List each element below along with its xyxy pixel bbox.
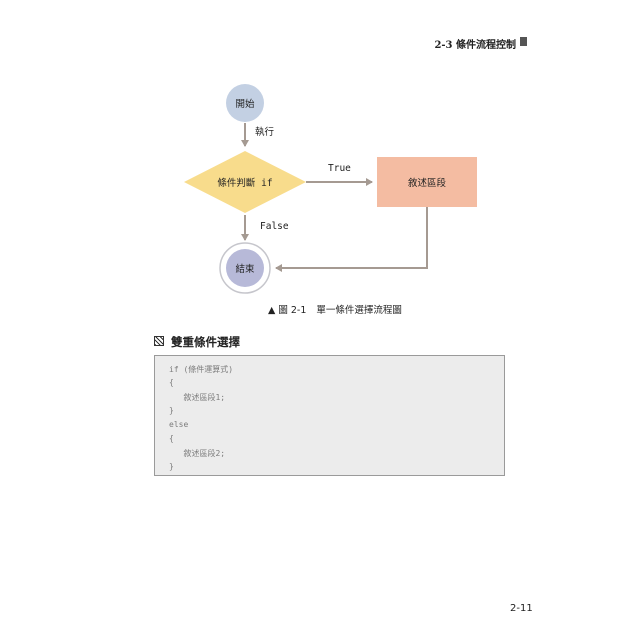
decision-label: 條件判斷 if xyxy=(217,177,272,189)
code-line: else xyxy=(169,420,189,429)
header-marker xyxy=(520,37,527,46)
page-number: 2-11 xyxy=(510,603,533,614)
section-heading-text: 雙重條件選擇 xyxy=(171,335,240,349)
end-label: 結束 xyxy=(235,263,255,275)
code-line: } xyxy=(169,406,174,415)
flowchart: 開始 執行 條件判斷 if True 敘述區段 False 結束 xyxy=(184,84,477,294)
code-line: if (條件運算式) xyxy=(169,365,234,374)
code-line: 敘述區段1; xyxy=(169,393,226,402)
figure-number: ▲ 圖 2-1 xyxy=(268,305,307,316)
decision-node xyxy=(184,151,306,213)
end-node xyxy=(226,249,264,287)
arrow-statement-to-end xyxy=(275,207,428,272)
code-line: } xyxy=(169,462,174,471)
section-heading: 雙重條件選擇 xyxy=(154,334,240,350)
hatched-square-icon xyxy=(154,336,164,346)
true-label: True xyxy=(328,163,351,174)
start-node xyxy=(226,84,264,122)
code-line: { xyxy=(169,434,174,443)
figure-caption-text: 單一條件選擇流程圖 xyxy=(316,305,402,316)
start-label: 開始 xyxy=(235,98,255,110)
code-block: if (條件運算式) { 敘述區段1; } else { 敘述區段2; } xyxy=(154,355,505,476)
code-line: { xyxy=(169,378,174,387)
code-line: 敘述區段2; xyxy=(169,449,226,458)
statement-label: 敘述區段 xyxy=(408,177,447,189)
execute-label: 執行 xyxy=(255,126,275,138)
figure-caption: ▲ 圖 2-1 單一條件選擇流程圖 xyxy=(268,302,402,316)
statement-node xyxy=(377,157,477,207)
running-header: 2-3 條件流程控制 xyxy=(434,40,516,51)
false-label: False xyxy=(260,221,289,232)
